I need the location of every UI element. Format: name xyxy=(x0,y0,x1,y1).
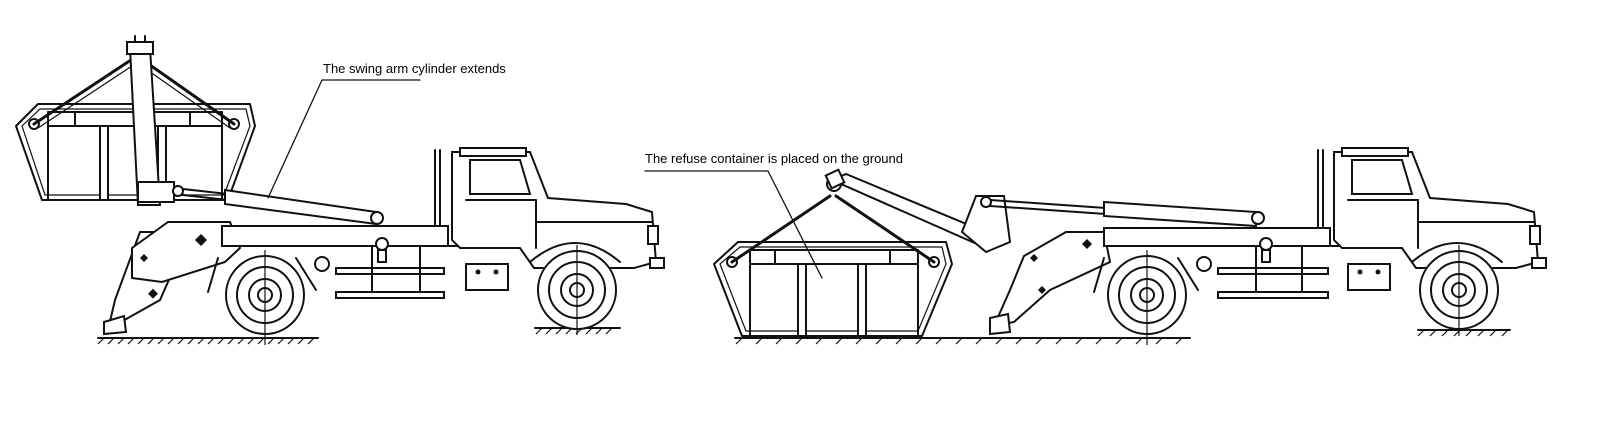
wheel-front xyxy=(537,245,617,335)
swing-arm xyxy=(126,35,175,206)
annotation-container-ground: The refuse container is placed on the gr… xyxy=(644,151,903,279)
chassis-2 xyxy=(1093,149,1341,299)
ground-line-2 xyxy=(734,329,1511,345)
stabilizer-leg-2 xyxy=(989,231,1112,336)
wheel-rear-2 xyxy=(1107,250,1187,345)
annotation-container-ground-text: The refuse container is placed on the gr… xyxy=(645,151,903,166)
wheel-rear xyxy=(225,250,305,345)
skip-container-grounded xyxy=(713,241,953,337)
swing-arm-cylinder-2 xyxy=(980,196,1265,228)
cab xyxy=(451,147,665,291)
lifting-chains-2 xyxy=(730,194,936,264)
wheel-front-2 xyxy=(1419,245,1499,336)
lifting-chains xyxy=(32,56,236,129)
annotation-swing-arm-text: The swing arm cylinder extends xyxy=(323,61,506,76)
swing-arm-cylinder xyxy=(172,185,384,226)
cab-2 xyxy=(1333,147,1547,291)
truck-left xyxy=(15,35,665,345)
ground-line xyxy=(97,327,621,345)
chassis xyxy=(207,149,461,299)
swing-arm-lowered xyxy=(824,168,1012,254)
arm-bracket xyxy=(131,221,242,284)
truck-right xyxy=(713,147,1547,345)
annotation-swing-arm: The swing arm cylinder extends xyxy=(267,61,506,199)
